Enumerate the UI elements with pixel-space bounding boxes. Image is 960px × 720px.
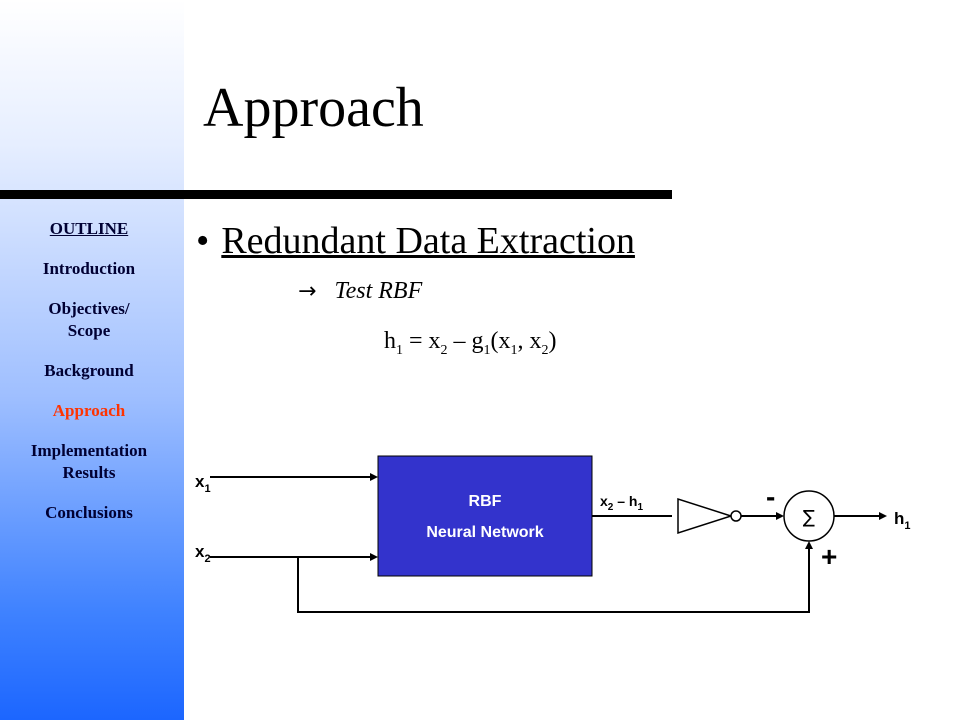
nav-item-conclusions[interactable]: Conclusions bbox=[0, 502, 178, 524]
bullet-text: Redundant Data Extraction bbox=[221, 220, 635, 262]
eq-minus: – bbox=[447, 328, 472, 354]
input-x2-arrowhead-icon bbox=[370, 553, 378, 561]
nav-label: Objectives/ bbox=[48, 299, 130, 318]
inverter-triangle-icon bbox=[677, 497, 734, 535]
inverter-bubble-icon bbox=[730, 510, 742, 522]
rbf-block-diagram: RBF Neural Network ∑ x1 x2 x2 – h1 - + h… bbox=[195, 455, 911, 613]
outline-sidebar: OUTLINE Introduction Objectives/Scope Ba… bbox=[0, 0, 184, 720]
nav-label: Results bbox=[62, 463, 116, 482]
eq-sub: 1 bbox=[483, 342, 491, 358]
eq-x: x bbox=[498, 328, 511, 354]
eq-x: x bbox=[529, 328, 542, 354]
nav-item-approach[interactable]: Approach bbox=[0, 400, 178, 422]
rbf-network-box bbox=[377, 455, 593, 577]
title-divider bbox=[0, 190, 672, 199]
feedback-arrowhead-icon bbox=[805, 541, 813, 549]
sub-bullet-text: Test RBF bbox=[334, 278, 423, 304]
nav-item-background[interactable]: Background bbox=[0, 360, 178, 382]
eq-sub: 1 bbox=[510, 342, 518, 358]
difference-label: x2 – h1 bbox=[600, 493, 643, 513]
plus-sign: + bbox=[821, 541, 837, 572]
nav-label: Scope bbox=[67, 321, 111, 340]
right-arrow-icon: → bbox=[298, 279, 317, 304]
rbf-box-label-1: RBF bbox=[469, 493, 502, 510]
eq-h: h bbox=[384, 328, 396, 354]
sum-symbol-icon: ∑ bbox=[803, 507, 815, 528]
eq-sub: 1 bbox=[396, 342, 403, 358]
nav-item-objectives-scope[interactable]: Objectives/Scope bbox=[0, 298, 178, 342]
input-label-x2: x2 bbox=[195, 542, 211, 565]
nav-label: Background bbox=[44, 361, 134, 380]
slide-title: Approach bbox=[203, 77, 424, 139]
eq-paren: ( bbox=[490, 328, 499, 354]
nav-outline-heading[interactable]: OUTLINE bbox=[0, 218, 178, 240]
nav-label: Introduction bbox=[42, 259, 136, 278]
outline-nav: OUTLINE Introduction Objectives/Scope Ba… bbox=[0, 218, 178, 542]
sub-bullet: → Test RBF bbox=[298, 276, 422, 307]
eq-sub: 2 bbox=[541, 342, 549, 358]
main-bullet: • Redundant Data Extraction bbox=[196, 218, 635, 264]
eq-sub: 2 bbox=[440, 342, 448, 358]
equation: h1 = x2 – g1(x1, x2) bbox=[384, 326, 557, 366]
nav-label: Conclusions bbox=[45, 503, 133, 522]
sum-input-arrowhead-icon bbox=[776, 512, 784, 520]
eq-x: x bbox=[428, 328, 441, 354]
output-label-h1: h1 bbox=[894, 509, 911, 532]
minus-sign: - bbox=[766, 481, 775, 512]
eq-g: g bbox=[471, 328, 484, 354]
eq-comma: , bbox=[517, 328, 530, 354]
output-arrowhead-icon bbox=[879, 512, 887, 520]
nav-label: Implementation bbox=[30, 441, 148, 460]
eq-equals: = bbox=[403, 328, 429, 354]
input-label-x1: x1 bbox=[195, 472, 211, 495]
feedback-path bbox=[297, 548, 810, 613]
nav-item-introduction[interactable]: Introduction bbox=[0, 258, 178, 280]
rbf-box-label-2: Neural Network bbox=[426, 524, 543, 541]
bullet-dot-icon: • bbox=[196, 220, 210, 262]
nav-label: OUTLINE bbox=[49, 219, 129, 238]
eq-paren: ) bbox=[548, 328, 557, 354]
nav-label: Approach bbox=[52, 401, 126, 420]
input-x1-arrowhead-icon bbox=[370, 473, 378, 481]
